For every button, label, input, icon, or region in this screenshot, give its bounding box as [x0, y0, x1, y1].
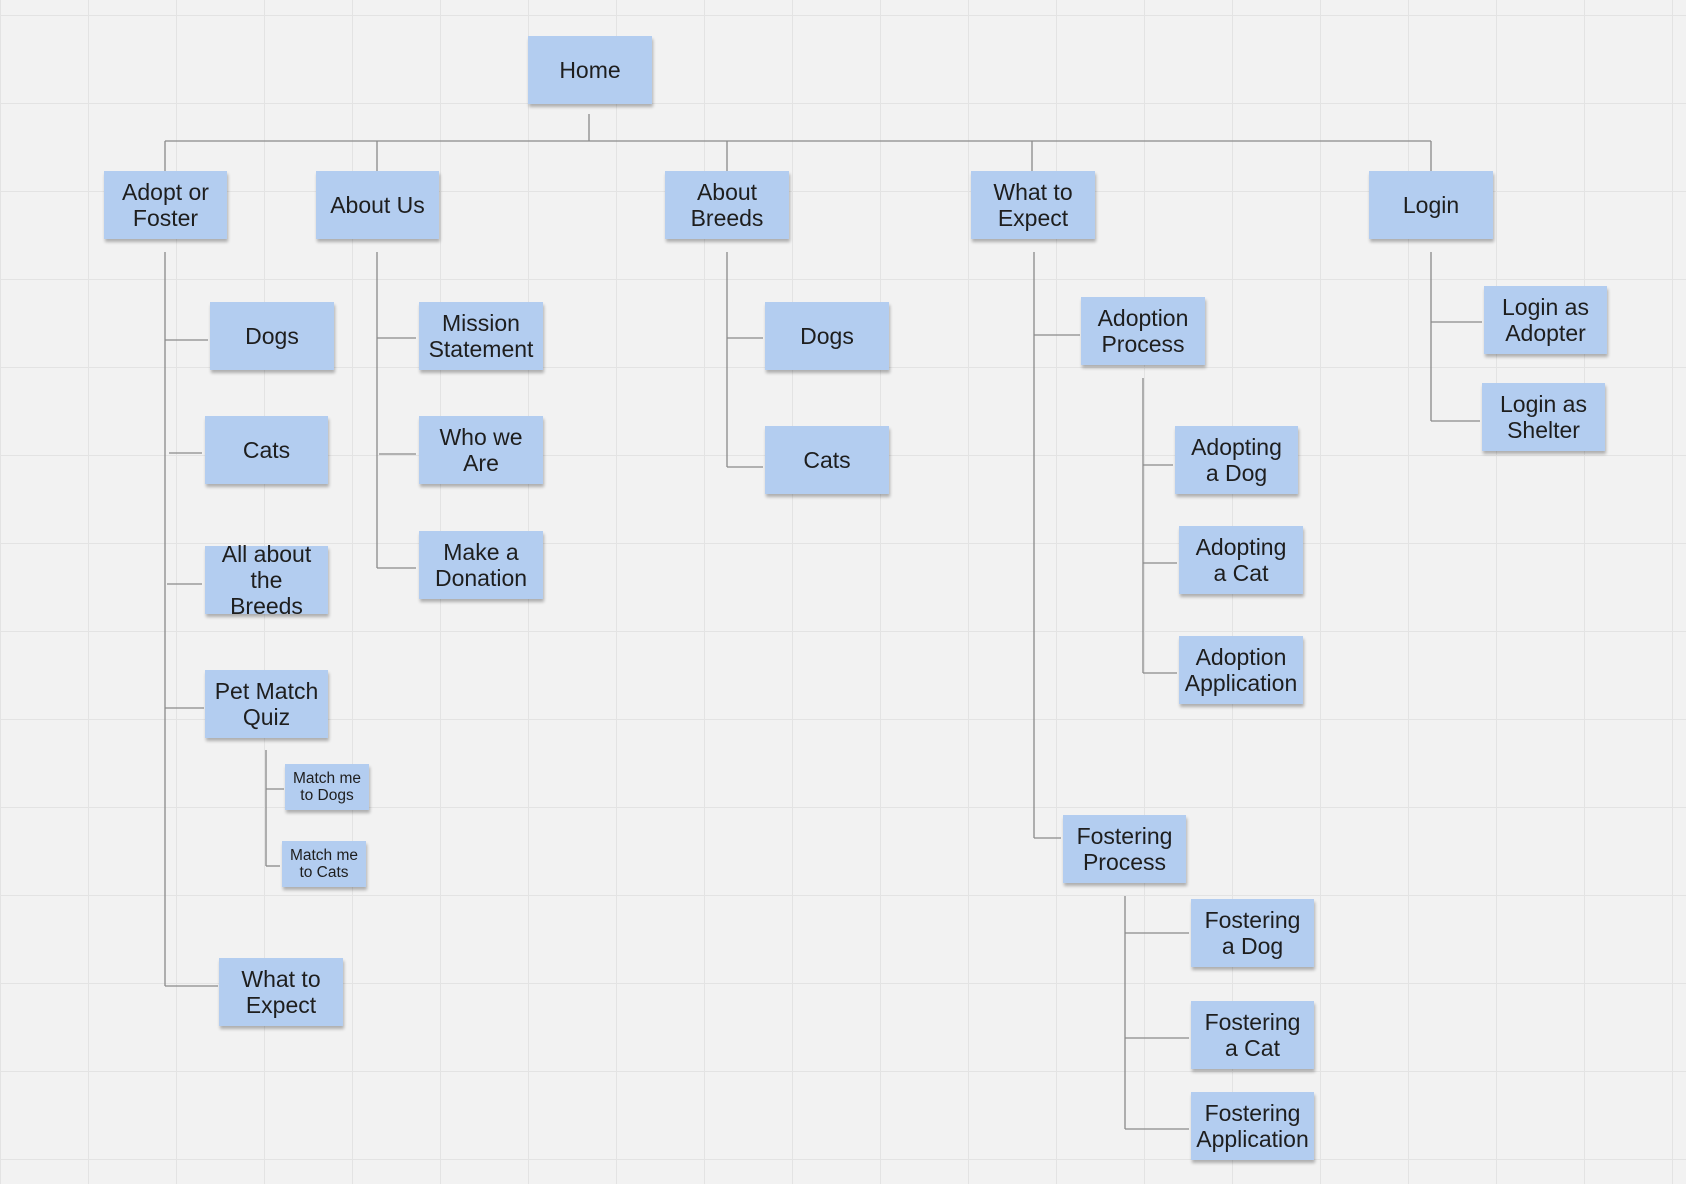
- node-quiz-match-dogs[interactable]: Match me to Dogs: [285, 764, 369, 810]
- node-home[interactable]: Home: [528, 36, 652, 104]
- node-breeds-cats[interactable]: Cats: [765, 426, 889, 494]
- node-aof-what-to-expect[interactable]: What to Expect: [219, 958, 343, 1026]
- node-quiz-match-cats[interactable]: Match me to Cats: [282, 841, 366, 887]
- node-about-donation[interactable]: Make a Donation: [419, 531, 543, 599]
- node-about-who-we-are[interactable]: Who we Are: [419, 416, 543, 484]
- node-what-to-expect[interactable]: What to Expect: [971, 171, 1095, 239]
- node-wte-adoption-application[interactable]: Adoption Application: [1179, 636, 1303, 704]
- node-aof-all-about-breeds[interactable]: All about the Breeds: [205, 541, 328, 619]
- node-aof-pet-match-quiz[interactable]: Pet Match Quiz: [205, 670, 328, 738]
- node-aof-dogs[interactable]: Dogs: [210, 302, 334, 370]
- node-wte-fostering-process[interactable]: Fostering Process: [1063, 815, 1186, 883]
- node-login-shelter[interactable]: Login as Shelter: [1482, 383, 1605, 451]
- node-breeds-dogs[interactable]: Dogs: [765, 302, 889, 370]
- node-login-adopter[interactable]: Login as Adopter: [1484, 286, 1607, 354]
- node-wte-adopting-cat[interactable]: Adopting a Cat: [1179, 526, 1303, 594]
- node-adopt-or-foster[interactable]: Adopt or Foster: [104, 171, 227, 239]
- node-wte-adopting-dog[interactable]: Adopting a Dog: [1175, 426, 1298, 494]
- node-wte-fostering-cat[interactable]: Fostering a Cat: [1191, 1001, 1314, 1069]
- node-wte-adoption-process[interactable]: Adoption Process: [1081, 297, 1205, 365]
- node-login[interactable]: Login: [1369, 171, 1493, 239]
- node-aof-cats[interactable]: Cats: [205, 416, 328, 484]
- node-about-breeds[interactable]: About Breeds: [665, 171, 789, 239]
- node-wte-fostering-dog[interactable]: Fostering a Dog: [1191, 899, 1314, 967]
- node-about-mission[interactable]: Mission Statement: [419, 302, 543, 370]
- node-about-us[interactable]: About Us: [316, 171, 439, 239]
- node-wte-fostering-application[interactable]: Fostering Application: [1191, 1092, 1314, 1160]
